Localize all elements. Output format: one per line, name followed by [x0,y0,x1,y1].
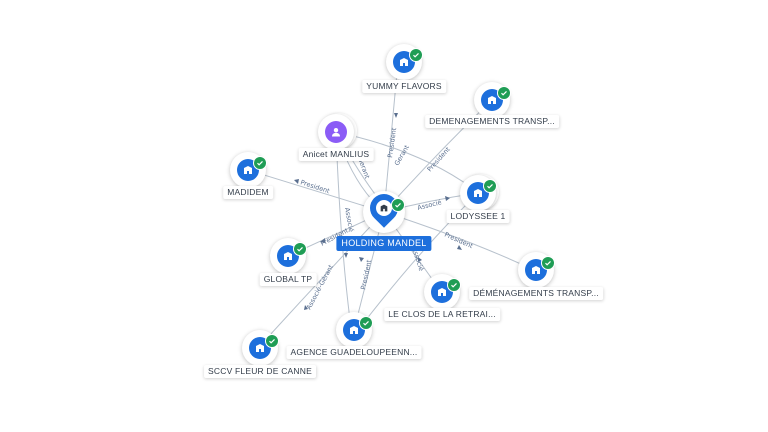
arrow-dem2 [457,245,462,250]
verified-check-icon [483,179,497,193]
edge-label-yummy: President [386,127,398,159]
edge-label-agence: President [359,259,373,291]
edge-label-sccv: Associé-Gérant [305,263,336,311]
verified-check-icon [447,278,461,292]
arrow-yummy [394,113,398,118]
arrow-agence [359,257,364,262]
edge-label-madidem: President [299,178,331,195]
verified-check-icon [409,48,423,62]
company-label[interactable]: AGENCE GUADELOUPEENN... [286,346,422,359]
edge-lodyssee-agence [361,192,479,326]
company-label[interactable]: GLOBAL TP [259,273,317,286]
company-label[interactable]: DÉMÉNAGEMENTS TRANSP... [469,287,603,300]
company-label[interactable]: YUMMY FLAVORS [362,80,446,93]
arrow-closretrai [418,257,422,262]
verified-check-icon [293,242,307,256]
company-label[interactable]: MADIDEM [223,186,273,199]
verified-check-icon [265,334,279,348]
edge-label-dem1: President [426,145,453,173]
arrow-sccv [304,305,308,310]
verified-check-icon [253,156,267,170]
company-icon [376,200,392,216]
edge-label-lodyssee: Associé [417,198,443,212]
arrow-person-agence [344,253,348,258]
arrow-madidem [294,179,299,184]
company-label[interactable]: SCCV FLEUR DE CANNE [204,365,316,378]
verified-check-icon [391,198,405,212]
edge-sccv [257,211,385,349]
company-label[interactable]: DEMENAGEMENTS TRANSP... [425,115,559,128]
person-icon [325,121,347,143]
company-label[interactable]: LE CLOS DE LA RETRAI... [384,308,500,321]
verified-check-icon [541,256,555,270]
person-label[interactable]: Anicet MANLIUS [298,148,374,161]
verified-check-icon [497,86,511,100]
center-label[interactable]: HOLDING MANDEL [336,236,432,251]
arrow-lodyssee [445,196,450,201]
verified-check-icon [359,316,373,330]
company-label[interactable]: LODYSSEE 1 [446,210,510,223]
arrow-globaltp [320,238,325,243]
